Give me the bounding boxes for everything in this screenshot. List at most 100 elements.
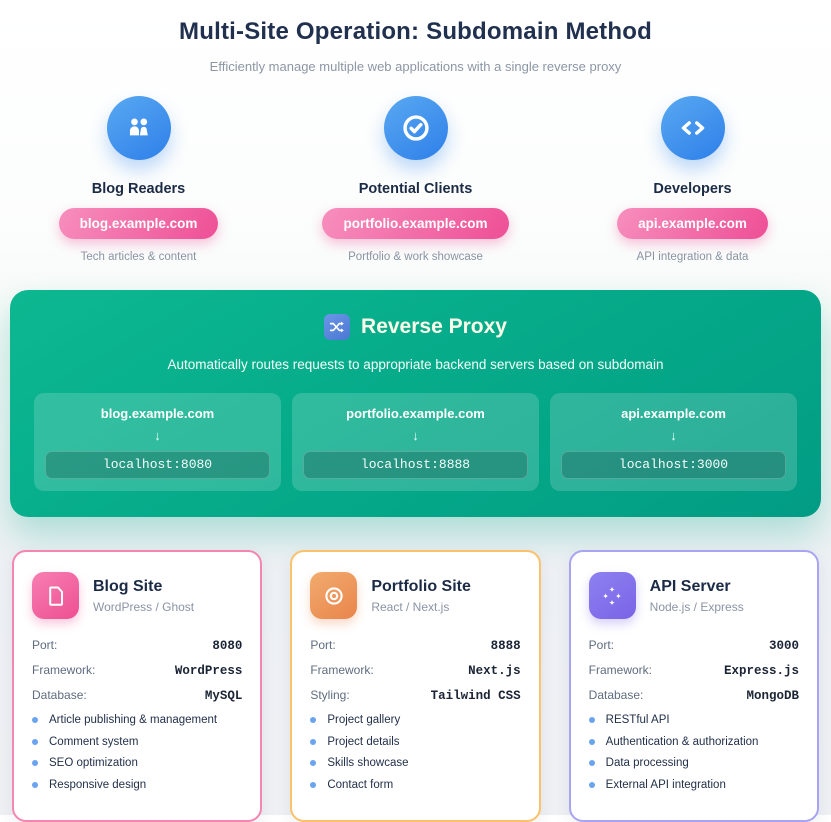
spec-row-port: Port: 8080 bbox=[32, 638, 242, 653]
feature-text: Project gallery bbox=[327, 714, 401, 726]
feature-list: Project gallery Project details Skills s… bbox=[310, 714, 520, 791]
feature-item: Contact form bbox=[310, 779, 520, 791]
spec-label: Port: bbox=[310, 638, 336, 652]
server-card-api-server: API Server Node.js / Express Port: 3000 … bbox=[568, 550, 819, 822]
spec-label: Database: bbox=[588, 688, 644, 702]
proxy-header: Reverse Proxy bbox=[34, 314, 797, 340]
spec-row-database: Database: MongoDB bbox=[589, 688, 799, 703]
page-title: Multi-Site Operation: Subdomain Method bbox=[179, 18, 652, 45]
route-target: localhost:8080 bbox=[45, 451, 270, 479]
feature-item: Comment system bbox=[32, 736, 242, 748]
feature-item: Skills showcase bbox=[310, 757, 520, 769]
card-title-block: API Server Node.js / Express bbox=[650, 578, 744, 614]
card-header: API Server Node.js / Express bbox=[588, 572, 799, 619]
feature-item: Project gallery bbox=[310, 714, 520, 726]
spec-value: 8888 bbox=[490, 639, 521, 653]
down-arrow-icon: ↓ bbox=[412, 428, 419, 443]
target-icon bbox=[310, 572, 358, 619]
audience-caption: Portfolio & work showcase bbox=[348, 251, 483, 263]
bullet-dot-icon bbox=[588, 717, 595, 723]
check-circle-icon bbox=[383, 96, 448, 160]
spec-label: Framework: bbox=[32, 663, 96, 677]
bullet-dot-icon bbox=[310, 717, 317, 723]
spec-label: Port: bbox=[32, 638, 58, 652]
feature-text: Comment system bbox=[49, 735, 139, 748]
domain-pill-api: api.example.com bbox=[617, 208, 768, 239]
feature-list: Article publishing & management Comment … bbox=[32, 714, 242, 791]
spec-label: Framework: bbox=[310, 663, 374, 677]
proxy-title: Reverse Proxy bbox=[361, 315, 507, 338]
audience-name: Blog Readers bbox=[91, 181, 186, 197]
route-domain: portfolio.example.com bbox=[346, 406, 485, 421]
feature-text: SEO optimization bbox=[49, 757, 138, 769]
spec-label: Database: bbox=[32, 688, 87, 702]
bullet-dot-icon bbox=[588, 781, 595, 788]
bullet-dot-icon bbox=[32, 781, 38, 788]
spec-row-framework: Framework: WordPress bbox=[32, 663, 242, 678]
spec-label: Port: bbox=[588, 638, 614, 652]
route-row: blog.example.com ↓ localhost:8080 portfo… bbox=[34, 393, 797, 491]
spec-value: Tailwind CSS bbox=[430, 689, 521, 703]
spec-list: Port: 8080 Framework: WordPress Database… bbox=[32, 638, 242, 703]
down-arrow-icon: ↓ bbox=[670, 428, 677, 443]
card-title: Portfolio Site bbox=[371, 577, 471, 595]
bullet-dot-icon bbox=[310, 781, 317, 788]
card-title-block: Blog Site WordPress / Ghost bbox=[93, 578, 194, 614]
card-subtitle: Node.js / Express bbox=[649, 599, 744, 614]
spec-row-port: Port: 3000 bbox=[589, 638, 799, 653]
bullet-dot-icon bbox=[588, 760, 595, 766]
route-card-blog: blog.example.com ↓ localhost:8080 bbox=[34, 393, 281, 491]
route-card-portfolio: portfolio.example.com ↓ localhost:8888 bbox=[292, 393, 539, 491]
proxy-description: Automatically routes requests to appropr… bbox=[167, 357, 664, 372]
feature-text: External API integration bbox=[605, 778, 726, 791]
audience-caption: Tech articles & content bbox=[80, 251, 197, 263]
audience-caption: API integration & data bbox=[636, 251, 749, 263]
feature-item: Responsive design bbox=[32, 779, 242, 791]
spec-label: Styling: bbox=[310, 688, 350, 702]
spec-value: 8080 bbox=[212, 639, 243, 653]
feature-list: RESTful API Authentication & authorizati… bbox=[588, 714, 799, 791]
audience-name: Potential Clients bbox=[358, 181, 473, 197]
card-subtitle: React / Next.js bbox=[371, 599, 450, 614]
spec-row-framework: Framework: Next.js bbox=[310, 663, 520, 678]
feature-item: Data processing bbox=[588, 757, 799, 769]
audience-potential-clients: Potential Clients portfolio.example.com … bbox=[277, 96, 554, 263]
feature-text: Contact form bbox=[327, 778, 394, 791]
feature-item: External API integration bbox=[588, 778, 799, 791]
server-card-portfolio-site: Portfolio Site React / Next.js Port: 888… bbox=[290, 550, 541, 822]
server-card-blog-site: Blog Site WordPress / Ghost Port: 8080 F… bbox=[12, 550, 263, 822]
down-arrow-icon: ↓ bbox=[154, 428, 161, 443]
route-target: localhost:8888 bbox=[303, 451, 528, 479]
spec-row-port: Port: 8888 bbox=[310, 638, 520, 653]
bullet-dot-icon bbox=[32, 717, 38, 723]
spec-list: Port: 8888 Framework: Next.js Styling: T… bbox=[310, 638, 520, 703]
card-title: Blog Site bbox=[93, 577, 163, 595]
audience-row: Blog Readers blog.example.com Tech artic… bbox=[0, 96, 831, 263]
page-header: Multi-Site Operation: Subdomain Method E… bbox=[0, 0, 831, 74]
feature-text: Data processing bbox=[605, 757, 689, 769]
feature-text: Skills showcase bbox=[327, 757, 409, 769]
audience-name: Developers bbox=[653, 181, 732, 197]
feature-text: RESTful API bbox=[605, 714, 670, 726]
code-icon bbox=[660, 96, 725, 160]
feature-item: Authentication & authorization bbox=[588, 736, 799, 748]
reverse-proxy-panel: Reverse Proxy Automatically routes reque… bbox=[10, 290, 821, 517]
sparkles-icon bbox=[588, 572, 636, 619]
feature-item: RESTful API bbox=[588, 714, 799, 726]
bullet-dot-icon bbox=[588, 738, 595, 745]
users-icon bbox=[106, 96, 171, 160]
bullet-dot-icon bbox=[310, 760, 317, 766]
domain-pill-blog: blog.example.com bbox=[58, 208, 219, 239]
feature-item: Project details bbox=[310, 736, 520, 748]
route-target: localhost:3000 bbox=[561, 451, 786, 479]
spec-row-styling: Styling: Tailwind CSS bbox=[310, 688, 520, 703]
bullet-dot-icon bbox=[32, 738, 38, 745]
server-card-row: Blog Site WordPress / Ghost Port: 8080 F… bbox=[0, 550, 831, 822]
spec-label: Framework: bbox=[588, 663, 652, 677]
feature-text: Article publishing & management bbox=[49, 714, 218, 726]
feature-item: SEO optimization bbox=[32, 757, 242, 769]
audience-developers: Developers api.example.com API integrati… bbox=[554, 96, 831, 263]
page-subtitle: Efficiently manage multiple web applicat… bbox=[209, 59, 622, 74]
card-header: Portfolio Site React / Next.js bbox=[310, 572, 520, 619]
spec-row-framework: Framework: Express.js bbox=[589, 663, 799, 678]
